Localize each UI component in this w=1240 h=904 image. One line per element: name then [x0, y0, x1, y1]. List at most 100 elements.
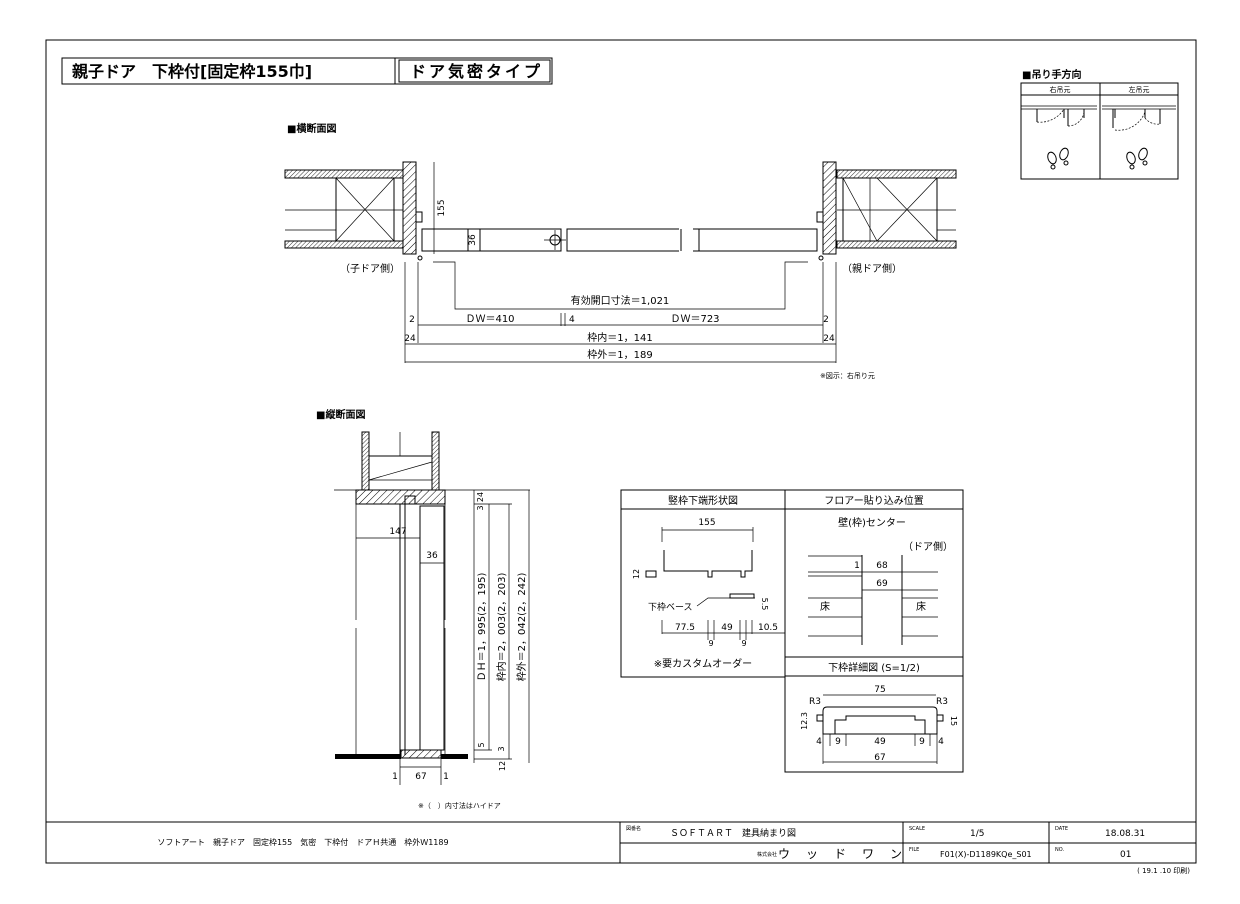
- hanging-direction: ■吊り手方向 右吊元 左吊元: [1020, 68, 1179, 180]
- vertical-section: ■縦断面図 36 147 1 67 1: [316, 408, 530, 810]
- footer-scale: 1/5: [970, 829, 984, 839]
- vert-dim-67: 67: [415, 772, 426, 782]
- plan-section: ■横断面図: [284, 122, 957, 380]
- sill-r3-right: R3: [936, 697, 948, 707]
- plan-frame-outer: 枠外＝1，189: [587, 348, 652, 361]
- vert-dim-1-right: 1: [443, 772, 449, 782]
- jamb-dim-77-5: 77.5: [675, 623, 695, 633]
- footer-description: ソフトアート 親子ドア 固定枠155 気密 下枠付 ドアＨ共通 枠外Ｗ1189: [157, 837, 448, 847]
- child-side-label: （子ドア側）: [340, 262, 400, 275]
- floor-right: [441, 754, 468, 759]
- vert-dh: ＤＨ＝1，995(2，195): [477, 573, 488, 682]
- jamb-dim-12: 12: [632, 569, 641, 579]
- footer-drawing-name: ＳＯＦＴＡＲＴ 建具納まり図: [670, 827, 796, 839]
- vert-note: ※（ ）内寸法はハイドア: [418, 801, 501, 810]
- vert-dim-5: 5: [477, 742, 486, 747]
- detail-floor: フロアー貼り込み位置 壁(枠)センター （ドア側） 1 68 69 床 床: [784, 489, 964, 658]
- vert-dim-36: 36: [426, 551, 438, 561]
- jamb-dim-9a: 9: [708, 639, 713, 648]
- right-hung-icon: [1021, 105, 1097, 170]
- left-wall-bottom: [284, 240, 404, 249]
- sill-dim-49: 49: [874, 737, 886, 747]
- title-type: ドア気密タイプ: [410, 62, 543, 81]
- vertical-heading: ■縦断面図: [316, 408, 365, 421]
- hanging-left-label: 左吊元: [1129, 85, 1150, 94]
- dw-parent: ＤＷ＝723: [670, 314, 719, 325]
- vert-dim-3: 3: [476, 505, 485, 510]
- floor-dim-1: 1: [854, 561, 860, 571]
- floor-wall-center: 壁(枠)センター: [838, 516, 906, 529]
- detail-jamb: 竪枠下端形状図 155 12 下枠ベース 5.5 77.5 49 10.5 9 …: [620, 489, 786, 678]
- plan-dim-2-left: 2: [409, 315, 415, 325]
- sill-dim-4-left: 4: [816, 737, 822, 747]
- floor-label-left: 床: [820, 600, 830, 613]
- detail-sill: 下枠詳細図 (S=1/2) 75 R3 R3 12.3 15 4 9 49 9 …: [784, 656, 964, 773]
- footer-date-label: DATE: [1055, 826, 1068, 832]
- jamb-dim-49: 49: [721, 623, 733, 633]
- sill-dim-75: 75: [874, 685, 885, 695]
- plan-dim-24-right: 24: [823, 334, 835, 344]
- plan-dim-155: 155: [437, 199, 447, 216]
- sill-dim-15: 15: [949, 716, 958, 726]
- footer-no: 01: [1120, 850, 1131, 860]
- vert-frame-inner: 枠内＝2，003(2，203): [495, 573, 508, 682]
- footer-file: F01(X)-D1189KQe_S01: [940, 850, 1032, 859]
- vert-dim-12: 12: [498, 761, 507, 771]
- footer-name-label: 図番名: [626, 825, 641, 832]
- sill-dim-9-right: 9: [919, 737, 925, 747]
- sill-dim-12-3: 12.3: [800, 712, 809, 730]
- footer-scale-label: SCALE: [909, 826, 925, 832]
- sill-dim-67: 67: [874, 753, 885, 763]
- footer-company: ウ ッ ド ワ ン: [778, 847, 904, 861]
- hanging-right-label: 右吊元: [1050, 85, 1071, 94]
- lock-symbol: [544, 230, 566, 250]
- footer-date: 18.08.31: [1105, 829, 1145, 839]
- footer-company-label: 株式会社: [757, 851, 777, 858]
- sill-dim-4-right: 4: [938, 737, 944, 747]
- plan-dim-24-left: 24: [404, 334, 416, 344]
- sill-r3-left: R3: [809, 697, 821, 707]
- right-wall-bottom: [836, 240, 957, 249]
- jamb-heading: 竪枠下端形状図: [668, 494, 738, 507]
- jamb-dim-9b: 9: [741, 639, 746, 648]
- right-jamb: [822, 161, 837, 255]
- sheet-border: [45, 39, 1197, 864]
- hanging-direction-heading: ■吊り手方向: [1022, 68, 1081, 81]
- floor-heading: フロアー貼り込み位置: [824, 494, 923, 507]
- effective-opening: 有効開口寸法＝1,021: [571, 294, 670, 307]
- footer-no-label: NO.: [1055, 847, 1064, 853]
- left-hung-icon: [1102, 105, 1176, 170]
- vert-dim-1-left: 1: [392, 772, 398, 782]
- plan-dim-36: 36: [468, 234, 478, 246]
- head-frame: [355, 489, 446, 505]
- gap-4: 4: [569, 315, 575, 325]
- floor-label-right: 床: [916, 600, 926, 613]
- title-main: 親子ドア 下枠付[固定枠155巾]: [72, 62, 312, 81]
- left-wall-top: [284, 169, 404, 179]
- vert-dim-147: 147: [389, 527, 406, 537]
- vertical-door-leaf: [419, 505, 445, 751]
- vert-dim-3b: 3: [497, 746, 506, 751]
- footer-file-label: FILE: [909, 847, 919, 853]
- child-door-leaf: [421, 228, 562, 252]
- parent-side-label: （親ドア側）: [842, 262, 902, 275]
- jamb-base-label: 下枠ベース: [648, 601, 693, 613]
- jamb-dim-5-5: 5.5: [760, 598, 769, 611]
- sill-heading: 下枠詳細図 (S=1/2): [828, 661, 920, 674]
- floor-left: [335, 754, 401, 759]
- footer: ソフトアート 親子ドア 固定枠155 気密 下枠付 ドアＨ共通 枠外Ｗ1189 …: [46, 821, 1196, 875]
- vert-frame-outer: 枠外＝2，042(2，242): [515, 573, 528, 682]
- sill: [400, 749, 442, 759]
- footer-print-note: ( 19.1 .10 印刷): [1137, 867, 1190, 875]
- floor-dim-69: 69: [876, 579, 888, 589]
- sill-dim-9-left: 9: [835, 737, 841, 747]
- title-block: 親子ドア 下枠付[固定枠155巾] ドア気密タイプ: [61, 57, 553, 85]
- plan-dim-2-right: 2: [823, 315, 829, 325]
- floor-door-side: （ドア側）: [903, 540, 953, 553]
- jamb-dim-10-5: 10.5: [758, 623, 778, 633]
- jamb-dim-155: 155: [698, 518, 715, 528]
- right-wall-top: [836, 169, 957, 179]
- jamb-note: ※要カスタムオーダー: [654, 657, 752, 670]
- vert-dim-24: 24: [476, 492, 485, 502]
